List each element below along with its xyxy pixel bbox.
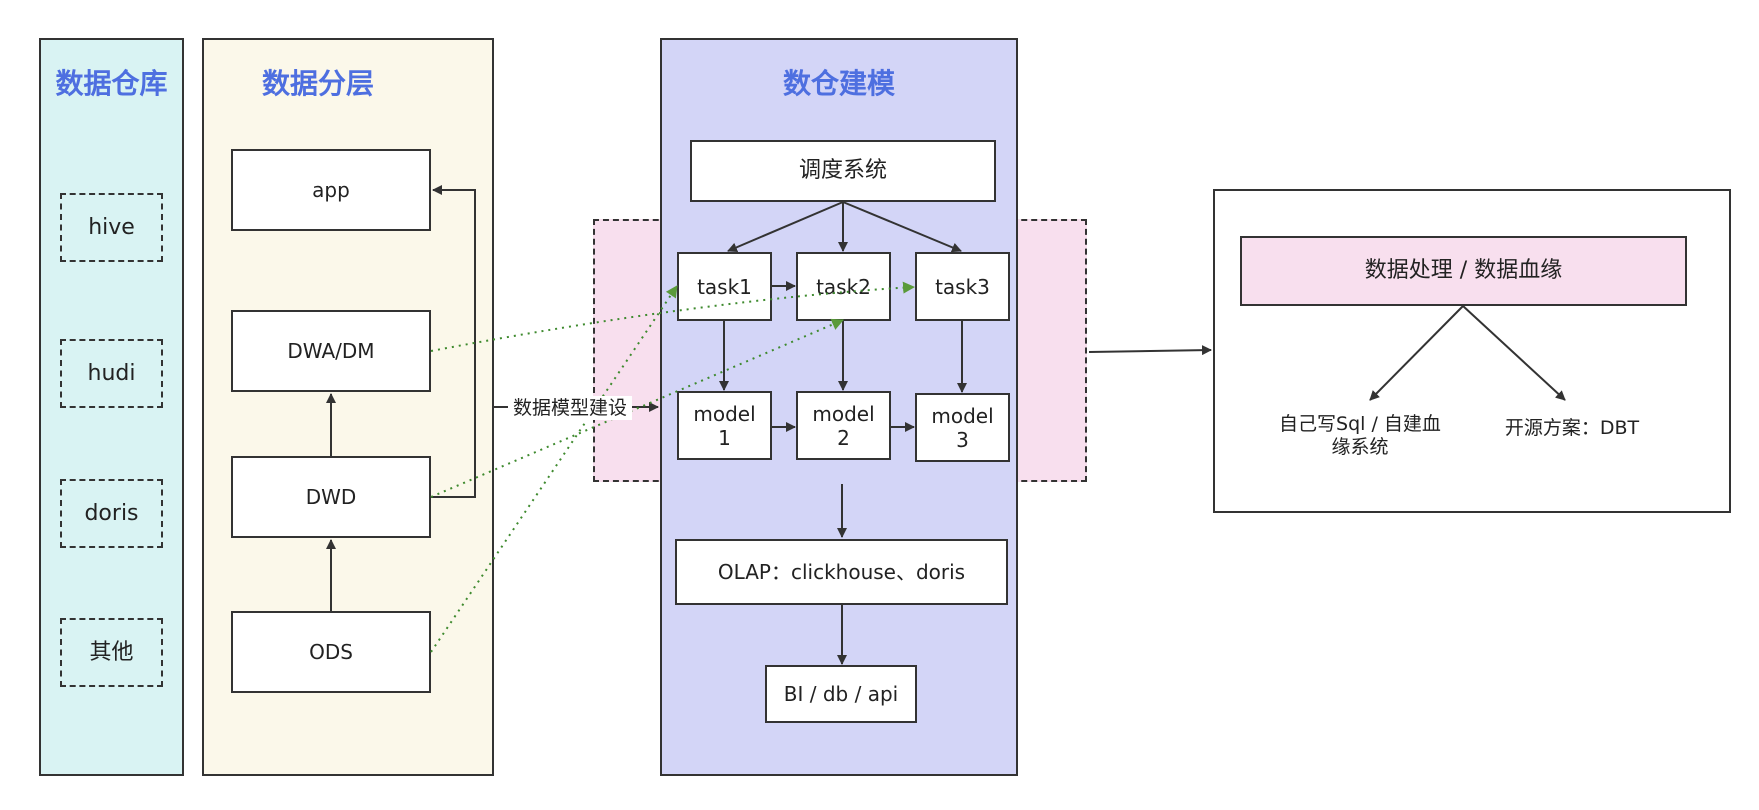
layers-title: 数据分层: [261, 67, 374, 100]
model2-box: model 2: [796, 391, 891, 460]
modeling-title: 数仓建模: [782, 67, 895, 100]
layer-app: app: [231, 149, 431, 231]
model1-box: model 1: [677, 391, 772, 460]
task2-box: task2: [796, 252, 891, 321]
lineage-open-source: 开源方案：DBT: [1504, 416, 1640, 439]
warehouse-item-hudi: hudi: [60, 339, 163, 408]
task3-box: task3: [915, 252, 1010, 321]
model3-box: model 3: [915, 393, 1010, 462]
arrow-modeling-lineage: [1088, 345, 1212, 356]
warehouse-title: 数据仓库: [55, 67, 168, 100]
scheduler-box: 调度系统: [690, 140, 996, 202]
warehouse-item-doris: doris: [60, 479, 163, 548]
lineage-self-built: 自己写Sql / 自建血缘系统: [1279, 413, 1441, 458]
arrow-scheduler-task1: [727, 201, 844, 253]
task1-box: task1: [677, 252, 772, 321]
bi-output-box: BI / db / api: [765, 665, 917, 723]
layer-dwd: DWD: [231, 456, 431, 538]
green-link-dwa-task3: [430, 281, 915, 352]
arrow-scheduler-task3: [842, 201, 962, 253]
olap-box: OLAP：clickhouse、doris: [675, 539, 1008, 605]
layer-ods: ODS: [231, 611, 431, 693]
warehouse-item-hive: hive: [60, 193, 163, 262]
green-link-ods-task1: [430, 285, 678, 653]
layer-dwa-dm: DWA/DM: [231, 310, 431, 392]
warehouse-item-other: 其他: [60, 618, 163, 687]
build-label: 数据模型建设: [508, 396, 632, 420]
lineage-title-box: 数据处理 / 数据血缘: [1240, 236, 1687, 306]
arrow-dwd-app: [431, 185, 476, 498]
green-link-dwd-task2: [430, 318, 844, 498]
arrow-lineage-selfbuilt: [1369, 305, 1464, 401]
arrow-lineage-opensource: [1462, 305, 1566, 401]
